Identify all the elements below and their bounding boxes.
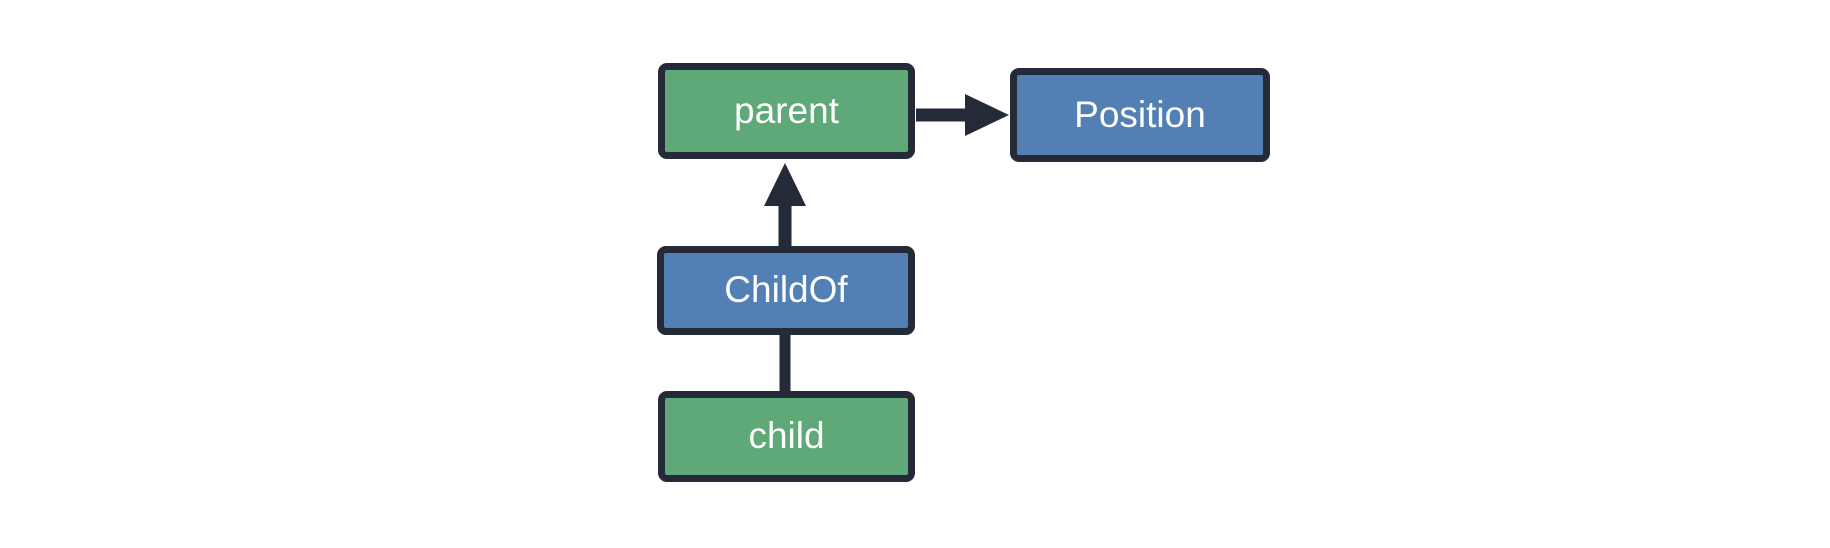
node-childof[interactable]: ChildOf bbox=[657, 246, 915, 335]
node-parent[interactable]: parent bbox=[658, 63, 915, 159]
node-child-label: child bbox=[748, 415, 825, 456]
node-childof-label: ChildOf bbox=[724, 269, 848, 310]
node-position[interactable]: Position bbox=[1010, 68, 1270, 162]
edge-childof-to-parent bbox=[764, 163, 806, 247]
node-parent-label: parent bbox=[734, 89, 839, 131]
node-position-label: Position bbox=[1074, 93, 1206, 135]
edge-parent-to-position bbox=[916, 94, 1009, 136]
node-child[interactable]: child bbox=[658, 391, 915, 482]
